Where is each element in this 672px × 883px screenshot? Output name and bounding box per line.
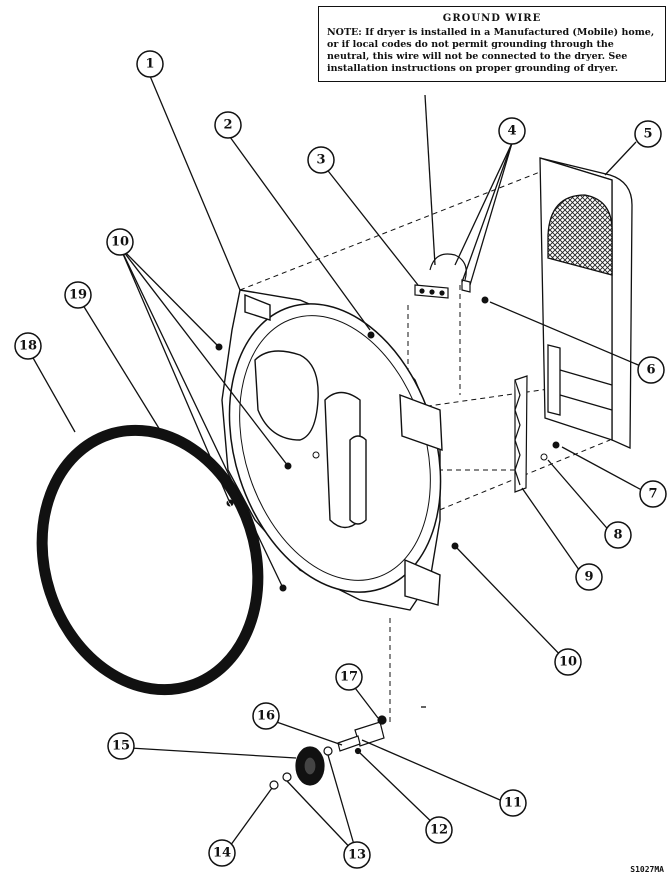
callout-number-17: 17 <box>340 670 358 685</box>
callout-12 <box>425 816 453 844</box>
callout-5 <box>634 120 662 148</box>
drawing-code: S1027MA <box>630 865 664 874</box>
callout-number-5: 5 <box>643 127 652 142</box>
terminal-block <box>414 253 471 299</box>
callout-number-11: 11 <box>504 796 522 811</box>
callout-19 <box>64 281 92 309</box>
callout-10-lower <box>554 648 582 676</box>
callout-number-12: 12 <box>430 823 448 838</box>
front-bulkhead <box>221 289 443 611</box>
note-text: If dryer is installed in a Manufactured … <box>327 27 655 74</box>
note-body: NOTE: If dryer is installed in a Manufac… <box>327 27 657 75</box>
callout-9 <box>575 563 603 591</box>
roller-assembly <box>269 715 387 790</box>
note-lead: NOTE: <box>327 27 362 38</box>
callout-number-18: 18 <box>19 339 37 354</box>
callout-number-13: 13 <box>348 848 366 863</box>
callout-4 <box>498 117 526 145</box>
callout-number-19: 19 <box>69 288 87 303</box>
callout-number-9: 9 <box>584 570 593 585</box>
callout-number-7: 7 <box>648 487 657 502</box>
callout-bubbles <box>14 50 667 869</box>
callout-number-16: 16 <box>257 709 275 724</box>
callout-15 <box>107 732 135 760</box>
callout-number-4: 4 <box>507 124 516 139</box>
callout-number-3: 3 <box>316 153 325 168</box>
callout-6 <box>637 356 665 384</box>
callout-number-15: 15 <box>112 739 130 754</box>
ground-wire-note: GROUND WIRE NOTE: If dryer is installed … <box>318 6 666 82</box>
callout-number-14: 14 <box>213 846 231 861</box>
callout-number-1: 1 <box>145 57 154 72</box>
callout-7 <box>639 480 667 508</box>
callout-18 <box>14 332 42 360</box>
callout-2 <box>214 111 242 139</box>
callout-number-10-lower: 10 <box>559 655 577 670</box>
callout-numbers: 1 2 3 4 5 6 7 8 9 10 10 11 12 13 14 15 1… <box>19 57 658 863</box>
lint-screen-mesh <box>547 194 613 276</box>
leader-lines <box>27 75 651 856</box>
rear-duct-panel <box>539 157 633 449</box>
bracket-part <box>514 375 528 493</box>
callout-10-upper <box>106 228 134 256</box>
callout-14 <box>208 839 236 867</box>
door-seal-ring <box>36 424 264 696</box>
callout-number-10-upper: 10 <box>111 235 129 250</box>
callout-17 <box>335 663 363 691</box>
assembly-guide-lines <box>239 169 613 725</box>
callout-number-6: 6 <box>646 363 655 378</box>
callout-16 <box>252 702 280 730</box>
callout-number-2: 2 <box>223 118 232 133</box>
callout-3 <box>307 146 335 174</box>
callout-8 <box>604 521 632 549</box>
note-title: GROUND WIRE <box>442 13 542 24</box>
callout-11 <box>499 789 527 817</box>
callout-13 <box>343 841 371 869</box>
callout-1 <box>136 50 164 78</box>
callout-number-8: 8 <box>613 528 622 543</box>
